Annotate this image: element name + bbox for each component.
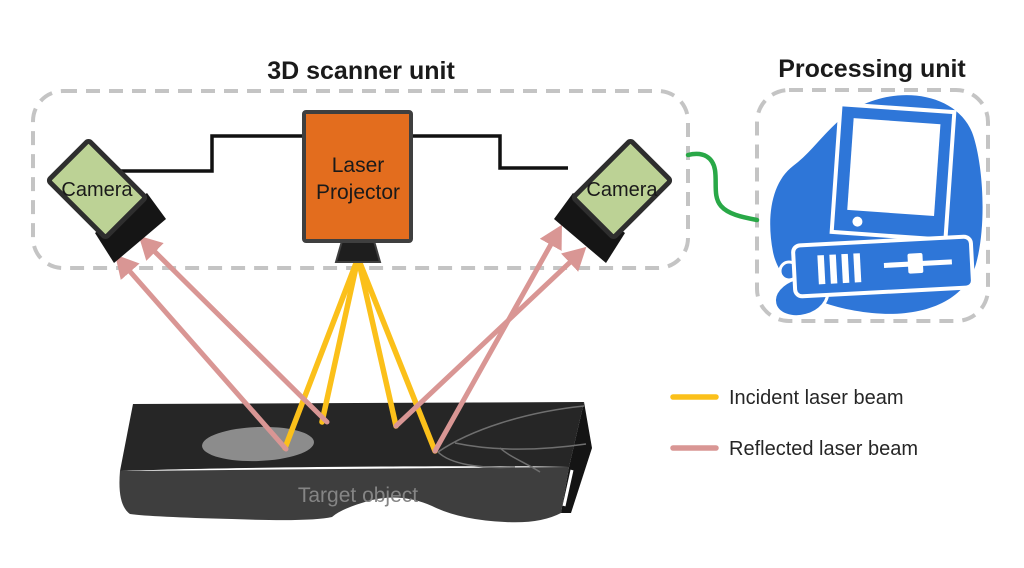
target-object-label: Target object: [298, 484, 418, 507]
reflected-beam-3: [393, 246, 587, 429]
reflected-beam-1: [115, 254, 289, 452]
target-edge-highlight: [562, 469, 574, 507]
projector-nozzle: [334, 240, 382, 263]
camera-right-lens-hood: [554, 193, 625, 263]
desktop-computer-icon: [770, 95, 983, 319]
camera-left-icon: Camera: [46, 138, 166, 263]
legend: Incident laser beam Reflected laser beam: [670, 387, 918, 460]
cable-left-camera: [121, 134, 305, 173]
camera-right-icon: Camera: [554, 138, 673, 263]
projector-label-line2: Projector: [316, 181, 400, 204]
projector-body: [302, 110, 413, 243]
reflected-beams: [115, 224, 587, 454]
target-top-face: [120, 402, 584, 471]
processing-unit-title: Processing unit: [778, 55, 966, 83]
computer-monitor: [829, 102, 957, 242]
incident-beams: [282, 255, 438, 454]
laser-projector-icon: Laser Projector: [302, 110, 413, 263]
target-front-face: [119, 467, 569, 523]
target-surface-cracks: [437, 405, 587, 473]
base-unit-vents: [817, 253, 862, 285]
camera-right-body: [571, 138, 673, 240]
target-surface-spot: [202, 426, 314, 462]
cable-right-camera: [411, 134, 568, 170]
computer-base-unit: [791, 234, 975, 299]
base-unit-slider-knob: [907, 253, 924, 274]
monitor-power-light: [852, 216, 863, 227]
base-unit-case: [791, 234, 975, 299]
scanner-unit-title: 3D scanner unit: [267, 57, 455, 85]
reflected-beam-4: [432, 224, 562, 454]
legend-incident-label: Incident laser beam: [729, 387, 904, 409]
scanner-unit-box: [31, 89, 690, 270]
camera-left-lens-hood: [95, 193, 166, 263]
incident-beam-4: [355, 255, 438, 454]
camera-left-body: [46, 138, 148, 240]
incident-beam-2: [319, 255, 361, 425]
reflected-beam-2: [138, 235, 330, 425]
camera-left-label: Camera: [61, 179, 133, 201]
target-object: Target object: [119, 402, 592, 523]
processing-unit-box: [755, 88, 990, 323]
incident-beam-1: [282, 255, 361, 451]
data-cable: [685, 151, 760, 223]
incident-beam-3: [355, 255, 399, 429]
legend-reflected-label: Reflected laser beam: [729, 438, 918, 460]
camera-right-label: Camera: [586, 179, 658, 201]
monitor-screen: [847, 118, 941, 216]
projector-label-line1: Laser: [332, 154, 385, 177]
